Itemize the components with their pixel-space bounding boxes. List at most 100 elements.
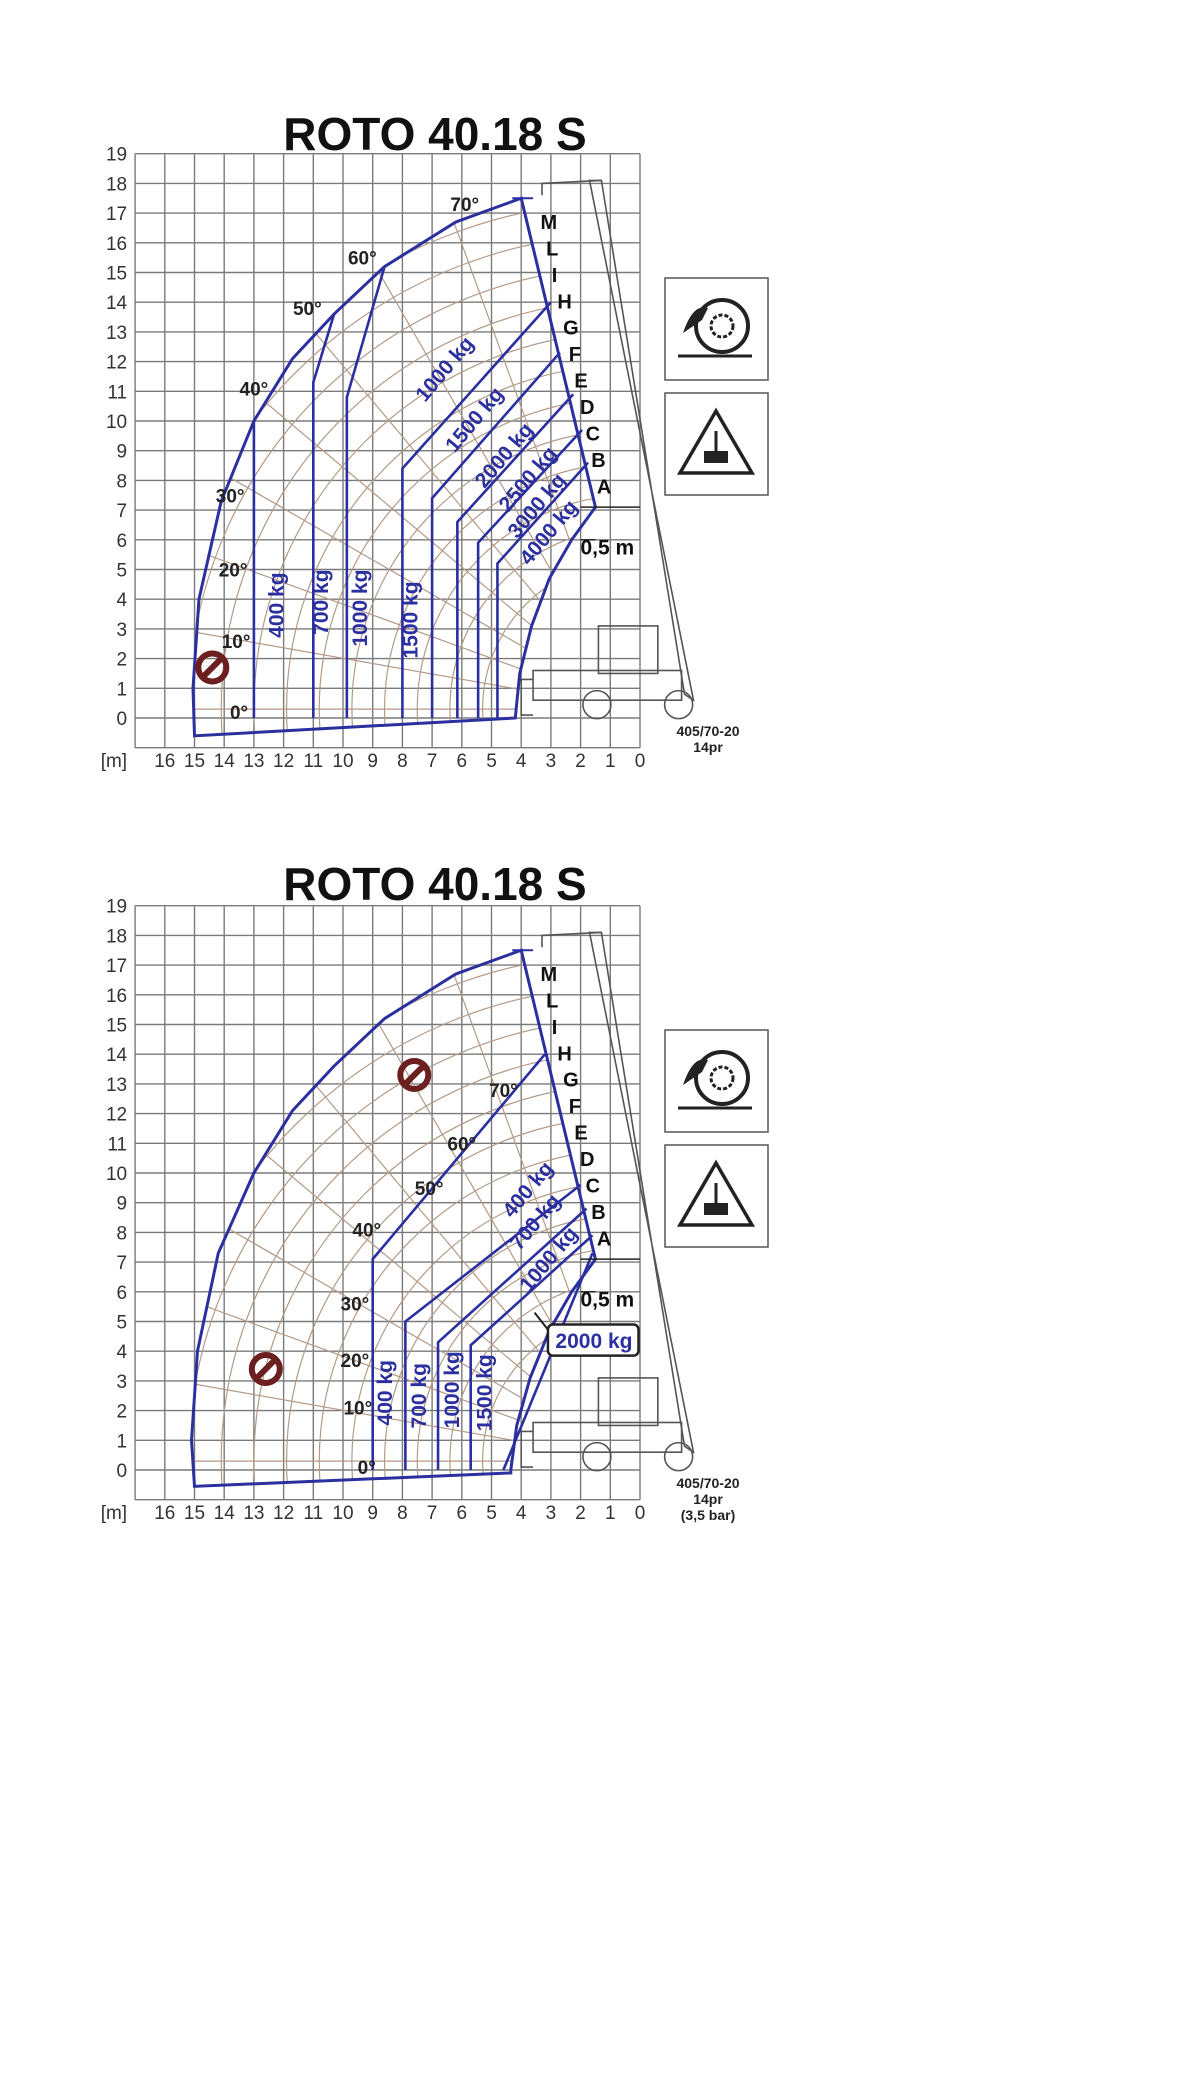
y-tick-label: 17 [106,204,127,225]
radius-arc [416,1246,596,1487]
prohibited-ring [195,650,230,685]
gear-icon [709,1065,735,1091]
y-tick-label: 2 [117,1402,128,1423]
gauge-shape [683,307,708,333]
gear-icon [709,313,735,339]
tyre-shape [694,298,750,354]
section-letter: I [552,1017,558,1039]
section-letter: A [597,1228,611,1250]
radius-arc [449,527,596,736]
section-letter: H [557,1043,571,1065]
radius-arc [481,1311,596,1487]
x-tick-label: 11 [303,1503,323,1524]
wheel-icon [663,1441,694,1472]
x-tick-label: 12 [273,1503,294,1524]
zone-boundary [496,461,589,718]
x-tick-label: 14 [214,1503,236,1524]
angle-label: 40° [352,1220,381,1241]
y-tick-label: 18 [106,174,127,195]
callout-box [546,1323,640,1357]
x-tick-label: 16 [154,1503,175,1524]
offset-label: 0,5 m [580,537,634,560]
radius-arc [383,1213,596,1487]
y-tick-label: 18 [106,926,127,947]
x-tick-label: 7 [427,1503,438,1524]
radius-arc [220,298,596,736]
angle-label: 20° [341,1351,370,1372]
telehandler-drawing [520,931,695,1472]
offset-label: 0,5 m [580,1289,634,1312]
section-letter: I [552,265,558,287]
tyre-label: 14pr [693,1491,723,1507]
angle-ray [191,1078,596,1462]
x-tick-label: 9 [367,751,378,772]
angle-label: 30° [341,1295,370,1316]
chart-title: ROTO 40.18 S [283,108,586,160]
x-tick-label: 14 [214,751,236,772]
section-letter: G [563,318,579,340]
zone-boundary [476,429,584,718]
prohibited-ring [397,1057,432,1092]
warning-joystick-icon [664,392,769,496]
y-tick-label: 10 [106,412,127,433]
zone-boundary [456,393,575,718]
load-envelope [190,948,598,1488]
x-tick-label: 8 [397,751,408,772]
radius-arc [449,1279,596,1487]
x-tick-label: 10 [332,751,353,772]
load-label: 700 kg [408,1363,431,1428]
x-tick-label: 1 [605,1503,616,1524]
outrigger [520,1430,534,1468]
radius-arc [416,494,596,736]
x-tick-label: 13 [243,751,264,772]
angle-label: 30° [216,486,245,507]
x-tick-label: 2 [575,1503,586,1524]
x-tick-label: 5 [486,751,497,772]
y-tick-label: 12 [106,1105,127,1126]
x-tick-label: 9 [367,1503,378,1524]
y-tick-label: 13 [106,323,127,344]
x-tick-label: 0 [635,751,646,772]
load-label: 1000 kg [349,570,372,647]
load-label: 400 kg [374,1360,397,1425]
y-tick-label: 6 [117,1283,128,1304]
section-letter: F [569,344,581,366]
section-letter: L [546,990,558,1012]
prohibited-bar [254,1357,277,1381]
section-letter: H [557,291,571,313]
warning-joystick-icon [664,1144,769,1248]
prohibited-icon [195,650,230,685]
y-tick-label: 15 [106,1016,127,1037]
y-tick-label: 3 [117,1372,128,1393]
radius-arc [220,1050,596,1487]
section-letter: C [586,423,600,445]
prohibited-ring [248,1352,283,1387]
section-letter: F [569,1096,581,1118]
y-tick-label: 14 [106,1045,128,1066]
y-tick-label: 16 [106,234,127,255]
wheel-icon [582,1441,612,1472]
angle-label: 20° [219,561,248,582]
zone-boundary [404,1183,582,1470]
tyre-pressure-icon [664,277,769,381]
x-tick-label: 4 [516,1503,527,1524]
x-tick-label: 6 [457,751,468,772]
tyre-label: 405/70-20 [676,723,739,739]
tyre-shape [694,1050,750,1106]
tyre-label: (3,5 bar) [681,1507,735,1523]
chassis [532,1421,683,1453]
x-tick-label: 1 [605,751,616,772]
y-tick-label: 3 [117,620,128,641]
radius-arc [351,429,596,736]
radius-arc [285,363,596,736]
section-letter: E [574,371,587,393]
section-letter: B [591,1202,605,1224]
joystick-base [704,451,728,463]
x-tick-label: 15 [184,1503,205,1524]
load-label: 1000 kg [441,1351,464,1428]
prohibited-bar [403,1063,426,1087]
y-tick-label: 4 [117,1342,128,1363]
angle-label: 0° [358,1458,376,1479]
radius-arc [318,1148,596,1487]
